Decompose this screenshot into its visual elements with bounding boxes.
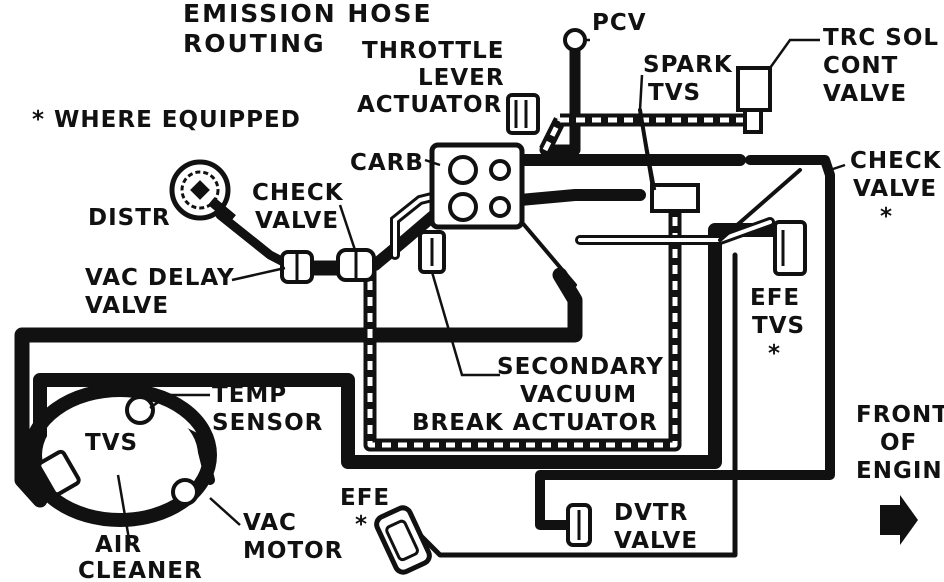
labels: EMISSION HOSE ROUTING * WHERE EQUIPPED P… [32,0,944,582]
label-trc-2: CONT [823,53,898,79]
label-vac-motor-2: MOTOR [243,538,343,564]
label-vac-motor-1: VAC [243,510,297,536]
label-distr: DISTR [88,205,171,231]
label-air-cleaner-1: AIR [95,532,142,558]
label-secondary-2: VACUUM [520,382,637,408]
throttle-lever-actuator [506,93,540,135]
label-check-valve-right-3: * [880,204,893,230]
label-efe-tvs-2: TVS [752,313,805,339]
pcv-valve [563,28,587,52]
leader-lines [116,38,846,546]
distributor [169,159,236,223]
dvtr-valve [566,503,592,547]
title-line-2: ROUTING [183,29,326,58]
label-temp-sensor-2: SENSOR [212,410,323,436]
label-front-2: OF [880,430,917,456]
label-efe-tvs-3: * [768,341,781,367]
label-trc-1: TRC SOL [823,25,939,51]
label-check-valve-left-2: VALVE [255,208,339,234]
label-vac-delay-2: VALVE [85,293,169,319]
label-throttle-1: THROTTLE [362,38,504,64]
trc-solenoid-valve [736,66,772,134]
label-throttle-3: ACTUATOR [357,92,502,118]
hose-right-loop [535,155,835,530]
label-spark-tvs-2: TVS [648,80,701,106]
front-arrow-icon [880,495,918,545]
label-dvtr-1: DVTR [614,500,688,526]
check-valve-left [336,248,376,282]
label-check-valve-right-1: CHECK [850,148,942,174]
label-throttle-2: LEVER [418,65,505,91]
efe-valve [374,505,432,575]
efe-tvs-valve [773,220,807,276]
label-efe-tvs-1: EFE [750,285,800,311]
label-air-cleaner-2: CLEANER [78,558,203,582]
label-spark-tvs-1: SPARK [643,52,733,78]
label-efe-1: EFE [340,485,390,511]
label-check-valve-right-2: VALVE [853,176,937,202]
label-front-1: FRONT [856,402,944,428]
air-cleaner [23,383,217,527]
dashed-hoses [363,113,745,452]
label-pcv: PCV [592,10,647,36]
label-trc-3: VALVE [823,81,907,107]
title-line-1: EMISSION HOSE [183,0,433,28]
label-efe-2: * [355,512,368,538]
label-vac-delay-1: VAC DELAY [85,265,235,291]
vac-delay-valve [280,250,314,284]
label-carb: CARB [350,150,424,176]
hose-carb-check [369,154,746,271]
label-tvs: TVS [85,430,138,456]
label-secondary-3: BREAK ACTUATOR [412,410,658,436]
label-check-valve-left-1: CHECK [252,180,344,206]
hose-pcv [539,42,581,156]
carburetor [429,142,525,230]
label-dvtr-2: VALVE [614,528,698,554]
label-temp-sensor-1: TEMP [212,382,287,408]
spark-tvs [650,183,700,213]
secondary-vacuum-break-actuator [418,230,446,274]
label-secondary-1: SECONDARY [497,354,664,380]
legend-where-equipped: * WHERE EQUIPPED [32,107,301,133]
